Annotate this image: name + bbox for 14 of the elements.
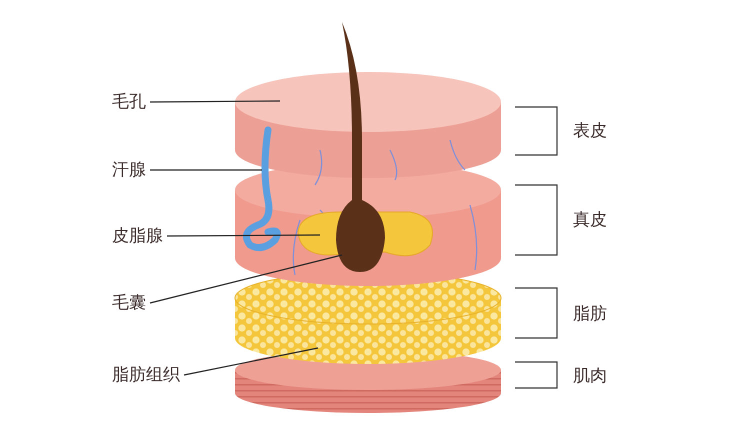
- layer-label: 表皮: [573, 121, 607, 141]
- leader-line: [184, 347, 318, 376]
- leader-line: [150, 100, 280, 103]
- part-label: 汗腺: [112, 160, 146, 180]
- part-label: 毛囊: [112, 293, 146, 313]
- layer-label: 肌肉: [573, 366, 607, 386]
- layer-label: 真皮: [573, 210, 607, 230]
- layer-label: 脂肪: [573, 304, 607, 324]
- leader-line: [167, 234, 320, 237]
- part-label: 脂肪组织: [112, 365, 180, 385]
- leader-line: [150, 254, 342, 304]
- leader-line: [150, 169, 262, 171]
- part-label: 皮脂腺: [112, 226, 163, 246]
- part-label: 毛孔: [112, 92, 146, 112]
